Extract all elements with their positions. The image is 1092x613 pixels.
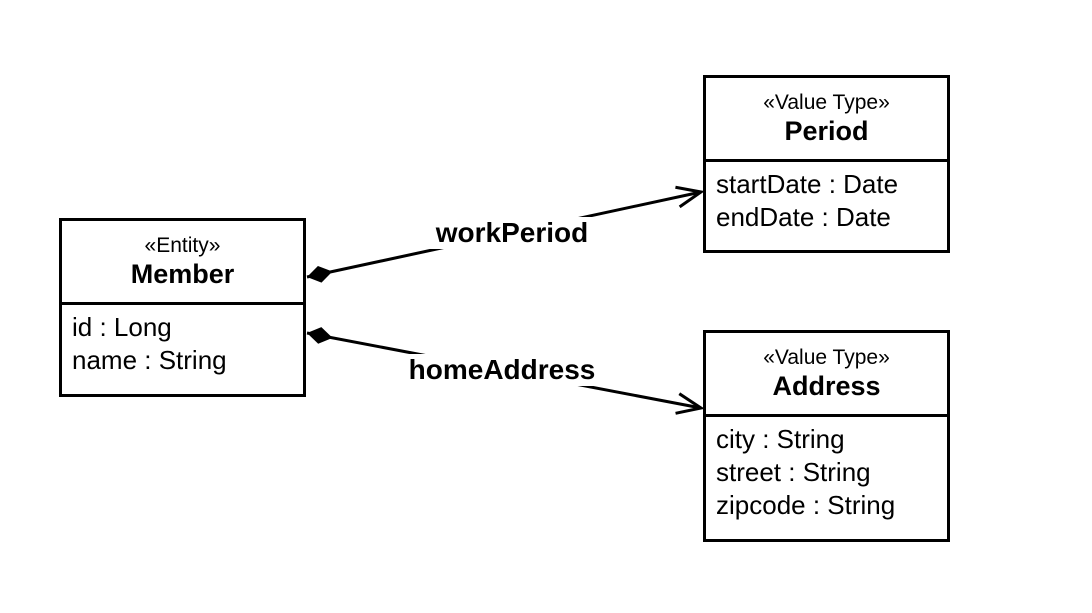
attribute-period-startdate: startDate : Date: [716, 169, 899, 199]
class-name-address: Address: [772, 371, 881, 401]
relation-label-workperiod: workPeriod: [423, 217, 601, 249]
class-box-period: «Value Type» Period startDate : Date end…: [703, 75, 950, 253]
attributes-compartment-period: startDate : Date endDate : Date: [706, 162, 947, 250]
stereotype-address: «Value Type»: [763, 346, 890, 369]
relation-label-homeaddress: homeAddress: [396, 354, 608, 386]
attribute-member-name: name : String: [72, 345, 227, 375]
attribute-period-enddate: endDate : Date: [716, 202, 891, 232]
class-box-address: «Value Type» Address city : String stree…: [703, 330, 950, 542]
attributes-compartment-address: city : String street : String zipcode : …: [706, 417, 947, 539]
class-header-address: «Value Type» Address: [706, 333, 947, 417]
class-header-member: «Entity» Member: [62, 221, 303, 305]
class-name-period: Period: [784, 116, 869, 146]
class-box-member: «Entity» Member id : Long name : String: [59, 218, 306, 397]
attribute-address-city: city : String: [716, 424, 845, 454]
class-name-member: Member: [130, 259, 235, 289]
stereotype-period: «Value Type»: [763, 91, 890, 114]
class-header-period: «Value Type» Period: [706, 78, 947, 162]
stereotype-member: «Entity»: [144, 234, 221, 257]
attribute-address-zipcode: zipcode : String: [716, 490, 896, 520]
attributes-compartment-member: id : Long name : String: [62, 305, 303, 394]
attribute-address-street: street : String: [716, 457, 871, 487]
attribute-member-id: id : Long: [72, 312, 172, 342]
